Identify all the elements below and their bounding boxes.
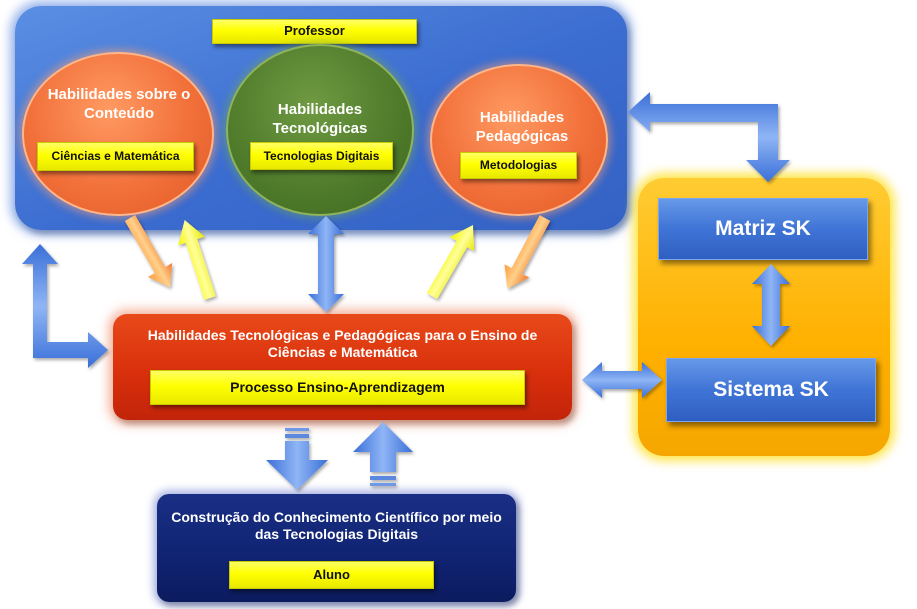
blue-arrow-central-to-student — [266, 428, 328, 490]
blue-arrow-tech-central — [308, 216, 344, 312]
blue-arrow-central-sistema — [582, 362, 662, 398]
tech-skills-tag: Tecnologias Digitais — [250, 142, 393, 170]
central-title: Habilidades Tecnológicas e Pedagógicas p… — [147, 326, 538, 361]
teaching-learning-process-label: Processo Ensino-Aprendizagem — [150, 370, 525, 405]
tech-skills-title: Habilidades Tecnológicas — [272, 101, 368, 137]
blue-arrow-matriz-sistema — [752, 264, 790, 346]
professor-label: Professor — [212, 19, 417, 44]
sistema-sk-box: Sistema SK — [666, 358, 876, 422]
orange-arrow-pedagogic-down — [504, 215, 551, 289]
content-skills-tag: Ciências e Matemática — [37, 142, 194, 171]
yellow-arrow-pedagogic-up — [426, 224, 475, 299]
tech-skills-ellipse — [226, 44, 414, 216]
student-label: Aluno — [229, 561, 434, 589]
content-skills-title: Habilidades sobre o Conteúdo — [47, 86, 191, 122]
ped-skills-ellipse — [430, 64, 608, 216]
ped-skills-tag: Metodologias — [460, 152, 577, 179]
orange-arrow-content-down — [124, 215, 173, 288]
matriz-sk-box: Matriz SK — [658, 198, 868, 260]
yellow-arrow-content-up — [178, 220, 216, 300]
blue-arrow-left-loop — [22, 244, 108, 368]
blue-arrow-professor-matriz — [628, 92, 790, 182]
ped-skills-title: Habilidades Pedagógicas — [475, 109, 569, 145]
blue-arrow-student-to-central — [353, 422, 413, 486]
scientific-knowledge-title: Construção do Conhecimento Científico po… — [171, 508, 502, 543]
content-skills-ellipse — [22, 52, 214, 216]
